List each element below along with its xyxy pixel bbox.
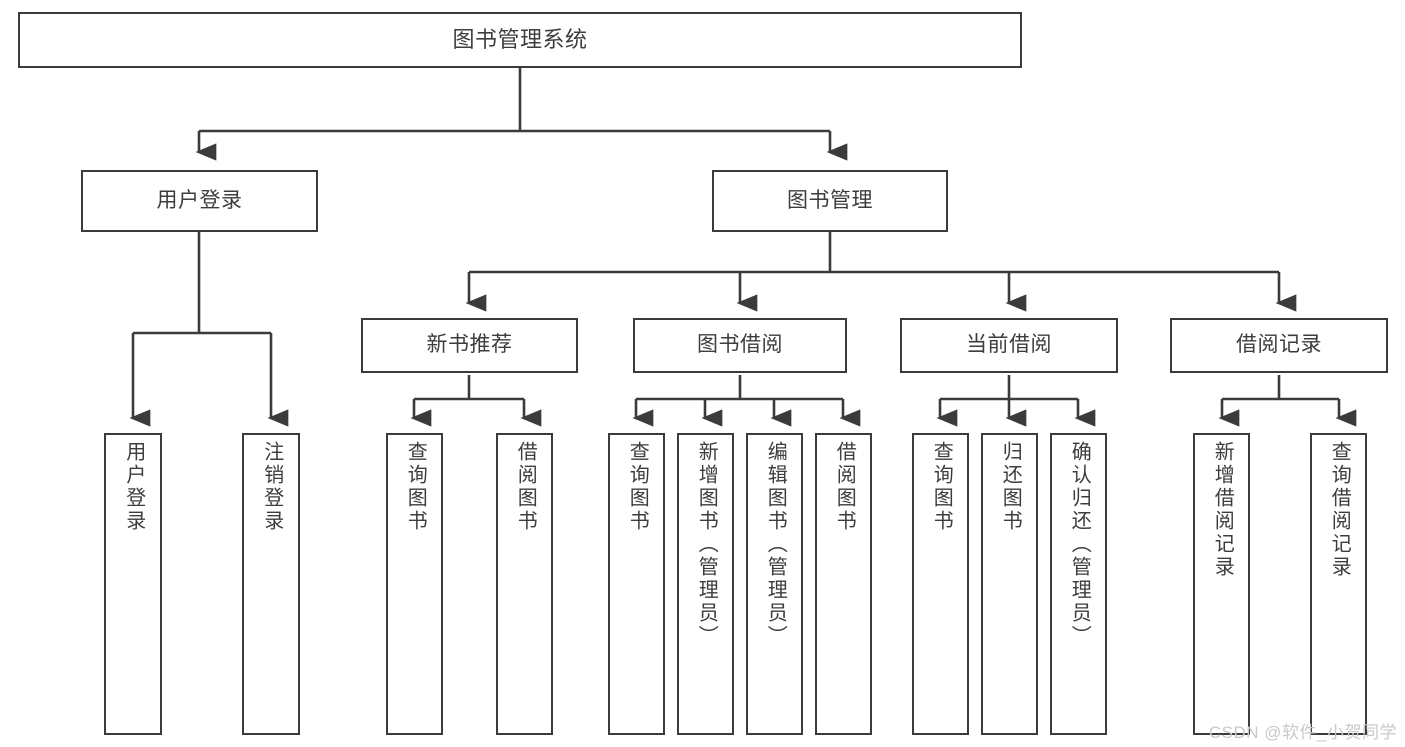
leaf-return-book-label: 归还图书 [999, 441, 1022, 533]
node-new-book-rec-label: 新书推荐 [426, 333, 513, 357]
leaf-borrow-book-2[interactable]: 借阅图书 [815, 433, 872, 735]
leaf-edit-book[interactable]: 编辑图书（管理员） [746, 433, 803, 735]
leaf-add-book[interactable]: 新增图书（管理员） [677, 433, 734, 735]
node-current-borrow-label: 当前借阅 [966, 333, 1052, 357]
leaf-confirm-return-label: 确认归还（管理员） [1068, 441, 1091, 648]
csdn-watermark: CSDN @软件_小贺同学 [1208, 723, 1397, 742]
leaf-query-record-label: 查询借阅记录 [1328, 441, 1351, 579]
leaf-query-book-2[interactable]: 查询图书 [608, 433, 665, 735]
leaf-edit-book-label: 编辑图书（管理员） [764, 441, 787, 648]
node-user-login[interactable]: 用户登录 [81, 170, 318, 232]
leaf-query-book-3-label: 查询图书 [930, 441, 953, 533]
leaf-borrow-book-2-label: 借阅图书 [833, 441, 856, 533]
leaf-user-login[interactable]: 用户登录 [104, 433, 162, 735]
node-book-manage-label: 图书管理 [787, 188, 873, 212]
node-new-book-rec[interactable]: 新书推荐 [361, 318, 578, 373]
leaf-query-book-2-label: 查询图书 [626, 441, 649, 533]
leaf-add-record-label: 新增借阅记录 [1211, 441, 1234, 579]
node-borrow-record-label: 借阅记录 [1236, 333, 1322, 357]
node-borrow-record[interactable]: 借阅记录 [1170, 318, 1388, 373]
leaf-query-book-3[interactable]: 查询图书 [912, 433, 969, 735]
node-user-login-label: 用户登录 [156, 188, 243, 212]
leaf-user-login-label: 用户登录 [122, 441, 145, 533]
node-book-manage[interactable]: 图书管理 [712, 170, 948, 232]
leaf-query-record[interactable]: 查询借阅记录 [1310, 433, 1367, 735]
leaf-borrow-book-1[interactable]: 借阅图书 [496, 433, 553, 735]
leaf-logout-label: 注销登录 [260, 441, 283, 533]
leaf-logout[interactable]: 注销登录 [242, 433, 300, 735]
leaf-query-book-1-label: 查询图书 [404, 441, 427, 533]
node-book-borrow-label: 图书借阅 [697, 333, 783, 357]
leaf-confirm-return[interactable]: 确认归还（管理员） [1050, 433, 1107, 735]
leaf-borrow-book-1-label: 借阅图书 [514, 441, 537, 533]
node-current-borrow[interactable]: 当前借阅 [900, 318, 1118, 373]
node-root-label: 图书管理系统 [452, 27, 588, 53]
leaf-add-book-label: 新增图书（管理员） [695, 441, 718, 648]
leaf-add-record[interactable]: 新增借阅记录 [1193, 433, 1250, 735]
node-book-borrow[interactable]: 图书借阅 [633, 318, 847, 373]
node-root[interactable]: 图书管理系统 [18, 12, 1022, 68]
leaf-return-book[interactable]: 归还图书 [981, 433, 1038, 735]
leaf-query-book-1[interactable]: 查询图书 [386, 433, 443, 735]
